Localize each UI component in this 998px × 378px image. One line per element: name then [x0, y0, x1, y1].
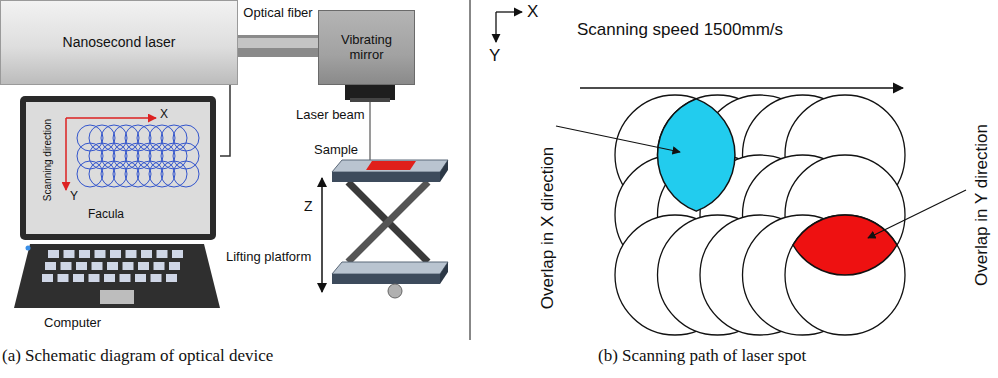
label: Lifting platform	[226, 250, 311, 265]
label: Scanning speed 1500mm/s	[577, 20, 783, 40]
label: Sample	[314, 143, 358, 158]
leader-x	[556, 126, 680, 152]
sample	[366, 161, 416, 170]
laptop-screen: X Y Scanning directionFacula	[26, 102, 210, 234]
cable	[220, 85, 230, 156]
leader-y	[868, 190, 966, 238]
laser-box: Nanosecond laser	[0, 0, 238, 85]
lifting-platform	[332, 160, 448, 298]
optical-fiber	[238, 43, 318, 46]
label: Laser beam	[296, 108, 365, 123]
x-axis	[496, 11, 522, 12]
node-text: Computer	[44, 316, 101, 331]
mirror-box: Vibrating mirror	[318, 10, 415, 85]
laser-spot	[785, 215, 905, 335]
node-text: Nanosecond laser	[1, 1, 237, 84]
vertical-label: Overlap in X direction	[538, 147, 558, 310]
scan-arrow	[580, 87, 903, 89]
lens-rim	[350, 98, 390, 102]
x-overlap	[658, 99, 735, 211]
caption: (a) Schematic diagram of optical device	[2, 346, 273, 366]
label: Z	[304, 198, 313, 214]
edge-label: Optical fiber	[243, 6, 312, 21]
label: Y	[489, 46, 500, 66]
laser-spots	[615, 95, 905, 335]
node-text: Scanning direction	[42, 119, 54, 201]
panel-divider	[470, 0, 471, 340]
node-text: Vibrating mirror	[319, 11, 414, 84]
laptop: Computer X Y Scanning directionFacula	[14, 96, 220, 334]
z-arrow	[321, 178, 323, 292]
node-text: Y	[70, 190, 78, 204]
caption: (b) Scanning path of laser spot	[598, 346, 806, 366]
mirror-lens	[345, 85, 395, 100]
y-overlap	[793, 215, 897, 275]
y-axis	[495, 12, 496, 42]
laser-beam	[369, 102, 371, 162]
vertical-label: Overlap in Y direction	[972, 124, 992, 286]
node-text: Facula	[88, 208, 124, 222]
node-text: X	[160, 108, 168, 122]
label: X	[527, 2, 538, 22]
